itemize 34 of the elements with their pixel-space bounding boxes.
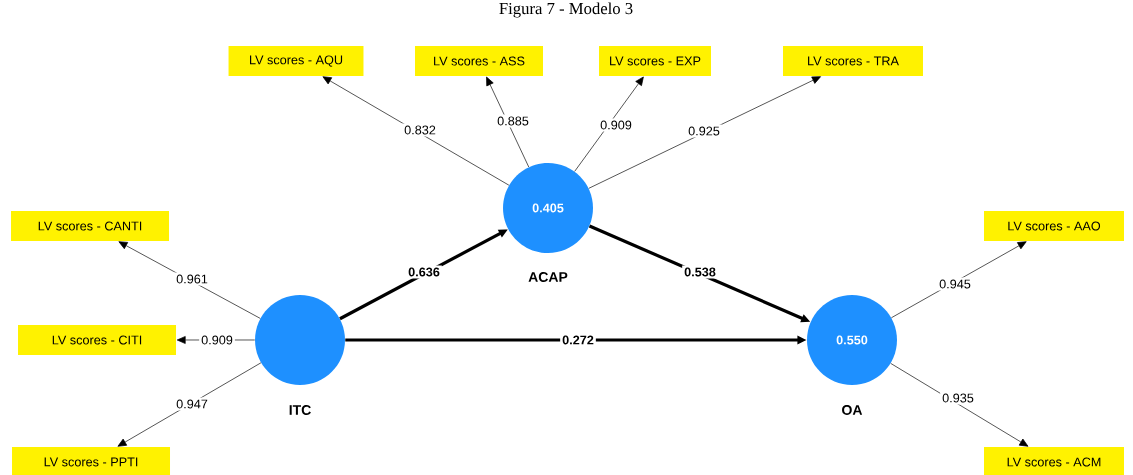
edge-label: 0.909	[199, 333, 235, 347]
edge-label: 0.945	[937, 277, 973, 291]
indicator-box: LV scores - CANTI	[11, 211, 169, 241]
edge-label: 0.909	[598, 118, 634, 132]
arrow	[117, 362, 262, 447]
arrow	[322, 76, 510, 186]
construct-label: OA	[842, 405, 863, 415]
indicator-box: LV scores - AQU	[228, 46, 364, 76]
arrow	[588, 76, 821, 189]
indicator-box: LV scores - AAO	[984, 211, 1124, 241]
edge-label: 0.538	[682, 265, 718, 279]
edge-label: 0.935	[940, 391, 976, 405]
edge-label: 0.925	[686, 124, 722, 138]
arrow	[890, 363, 1029, 447]
indicator-box: LV scores - PPTI	[12, 447, 170, 475]
construct-circle	[255, 295, 345, 385]
edge-label: 0.947	[174, 397, 210, 411]
indicator-box: LV scores - ASS	[415, 46, 543, 76]
indicator-box: LV scores - ACM	[984, 447, 1124, 475]
figure-title: Figura 7 - Modelo 3	[499, 2, 633, 18]
edge-label: 0.885	[495, 114, 531, 128]
indicator-box: LV scores - CITI	[18, 325, 176, 355]
arrow	[574, 76, 644, 172]
construct-label: ITC	[289, 405, 311, 415]
indicator-box: LV scores - EXP	[599, 46, 711, 76]
arrow	[118, 241, 261, 319]
arrow	[486, 76, 530, 168]
indicator-box: LV scores - TRA	[783, 46, 923, 76]
edge-label: 0.636	[406, 265, 442, 279]
arrow	[891, 241, 1027, 319]
edge-label: 0.961	[174, 272, 210, 286]
edge-label: 0.272	[560, 333, 596, 347]
edge-label: 0.832	[402, 123, 438, 137]
construct-label: ACAP	[528, 272, 568, 282]
